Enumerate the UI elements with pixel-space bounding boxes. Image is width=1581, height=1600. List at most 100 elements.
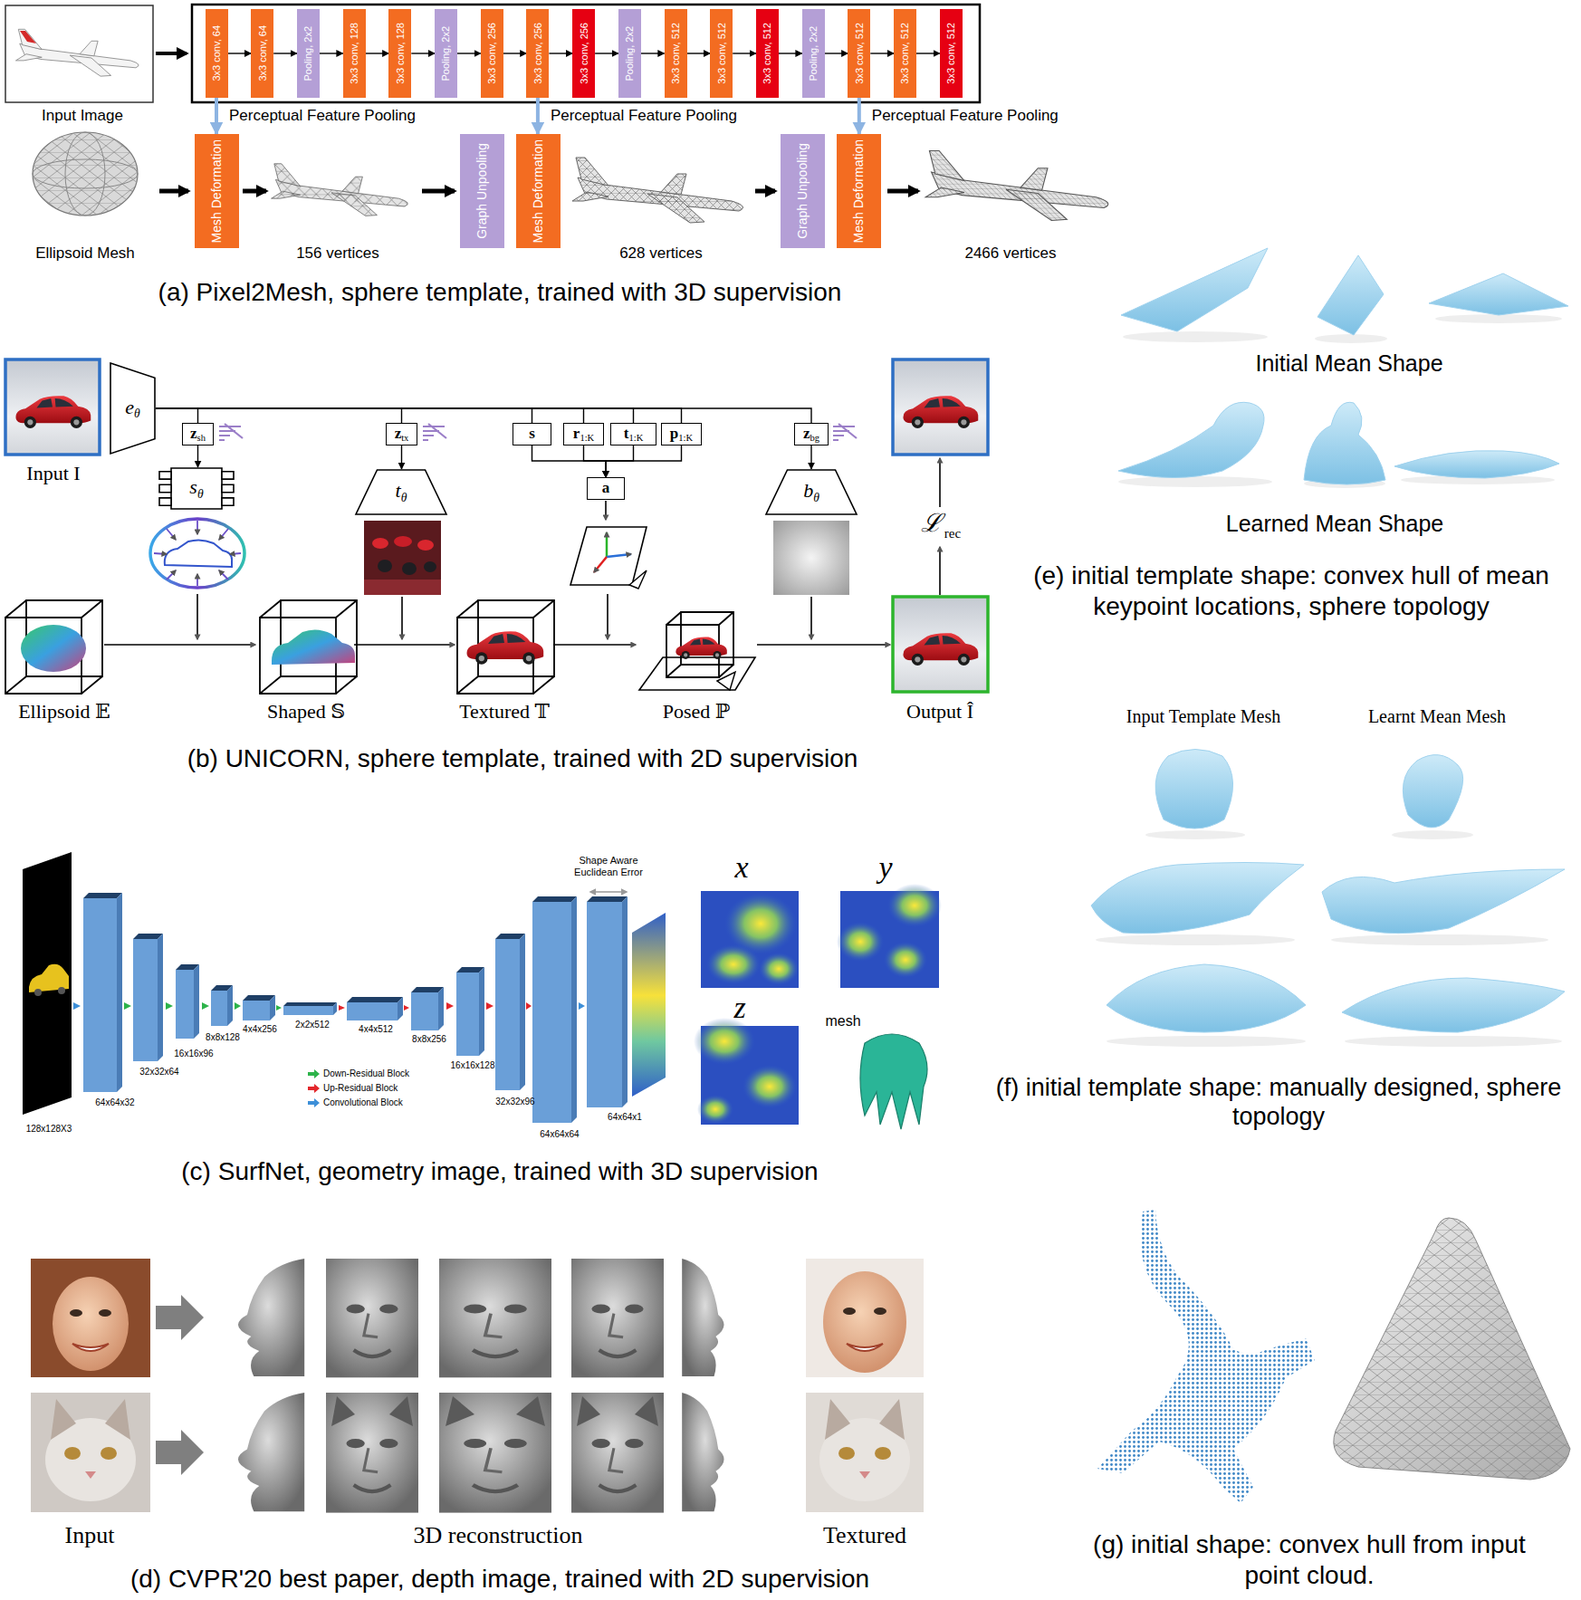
label: Learnt Mean Mesh [1368, 705, 1506, 728]
text-group: Pooling, 2x2 [623, 26, 635, 82]
pooling-layer-box: Pooling, 2x2 [618, 9, 642, 98]
feature-slab [210, 990, 228, 1026]
label: 4x4x256 [242, 1024, 278, 1035]
template-mesh [1095, 934, 1295, 946]
airplane-mesh [271, 150, 1109, 223]
label: mesh [824, 1012, 861, 1030]
texture-map [364, 520, 441, 595]
feature-slab [632, 912, 666, 1097]
text-group: 3x3 conv, 512 [670, 22, 681, 85]
feature-slab [242, 995, 276, 1001]
texture-map [402, 562, 417, 575]
feature-slab [586, 901, 623, 1108]
flow-arrows [606, 594, 609, 640]
template-shape [1118, 402, 1265, 478]
pooling-layer-box: Pooling, 2x2 [434, 9, 458, 98]
input-face-photo [805, 1258, 924, 1378]
label: 628 vertices [619, 244, 703, 263]
depth-reconstruction [634, 1396, 659, 1427]
node-label: 3x3 conv, 512 [670, 22, 681, 85]
node-outline [159, 484, 172, 492]
pose-icon [605, 532, 609, 557]
geometry-image [887, 883, 942, 928]
graph-unpooling-box: Graph Unpooling [780, 134, 825, 249]
node-outline [171, 468, 222, 509]
feature-slab [333, 1002, 337, 1016]
deformation-field [219, 570, 229, 580]
node-outline [221, 484, 234, 492]
connector [810, 445, 812, 470]
depth-reconstruction [571, 1392, 664, 1514]
node-label: 3x3 conv, 512 [899, 22, 911, 85]
text-group: r1:K [573, 425, 595, 444]
text-group: 3x3 conv, 64 [210, 25, 222, 82]
code-icon [833, 423, 857, 441]
flow-arrows [104, 643, 256, 646]
output-car-image [892, 596, 988, 692]
shaped-car [271, 629, 355, 665]
flow-arrow [155, 51, 187, 56]
input-airplane-image [19, 30, 37, 44]
connector [155, 408, 812, 423]
deformation-field [166, 570, 176, 580]
node-label: 3x3 conv, 256 [486, 22, 498, 85]
connector [155, 408, 585, 423]
depth-reconstruction [516, 1396, 546, 1427]
convex-hull [1333, 1217, 1571, 1480]
text-group: zbg [803, 425, 820, 444]
cnn-frame [191, 4, 980, 103]
text-group: sθ [189, 476, 203, 500]
conv-layer-box: 3x3 conv, 512 [709, 9, 733, 98]
mesh-arrows [887, 189, 919, 194]
output-mesh [860, 1034, 928, 1130]
template-shape [1303, 402, 1386, 485]
legend-arrow [307, 1069, 320, 1079]
subscript: 1:K [628, 432, 643, 443]
node-label: 3x3 conv, 256 [532, 22, 544, 85]
point-cloud [1097, 1209, 1315, 1504]
texture-map [372, 537, 389, 549]
feature-slab [175, 969, 194, 1039]
posed-scene [639, 657, 756, 690]
template-mesh [1155, 749, 1233, 830]
node-outline [221, 471, 234, 480]
connector [641, 52, 665, 54]
pose-icon [570, 527, 647, 589]
panel-caption: (f) initial template shape: manually des… [984, 1073, 1573, 1132]
feature-slab [83, 898, 117, 1093]
connector [536, 97, 540, 135]
label: 128x128X3 [26, 1123, 73, 1135]
block-arrow [73, 1002, 81, 1010]
feature-slab [346, 1002, 398, 1021]
input-slab [34, 988, 42, 997]
airplane-mesh [925, 150, 1109, 221]
node-outline [355, 469, 447, 515]
input-slab [22, 852, 72, 1115]
input-face-photo [30, 1258, 924, 1378]
block-arrow [165, 1002, 173, 1010]
template-mesh [1322, 869, 1565, 934]
text-group: 3x3 conv, 512 [945, 22, 957, 85]
wireframe-cube [457, 600, 555, 694]
airplane-mesh [271, 163, 409, 217]
input-cat-photo [30, 1392, 151, 1513]
label: Shaped 𝕊 [267, 699, 345, 724]
deformation-field [196, 574, 199, 586]
connector [155, 408, 533, 423]
ellipsoid-mesh [32, 159, 138, 189]
loss-arrow [590, 891, 627, 893]
node-label: a [602, 479, 611, 497]
input-cat-photo [85, 1471, 96, 1479]
posed-scene [675, 637, 727, 660]
connector [503, 52, 527, 54]
input-car-image [902, 395, 978, 429]
mesh-deformation-box: Mesh Deformation [836, 134, 882, 249]
node-label: t [395, 479, 402, 502]
feature-slab [283, 1006, 334, 1016]
node-outline [159, 498, 172, 506]
connector [824, 52, 849, 54]
template-mesh [1391, 830, 1474, 840]
feature-slab [532, 901, 572, 1123]
flow-arrows [939, 546, 941, 595]
